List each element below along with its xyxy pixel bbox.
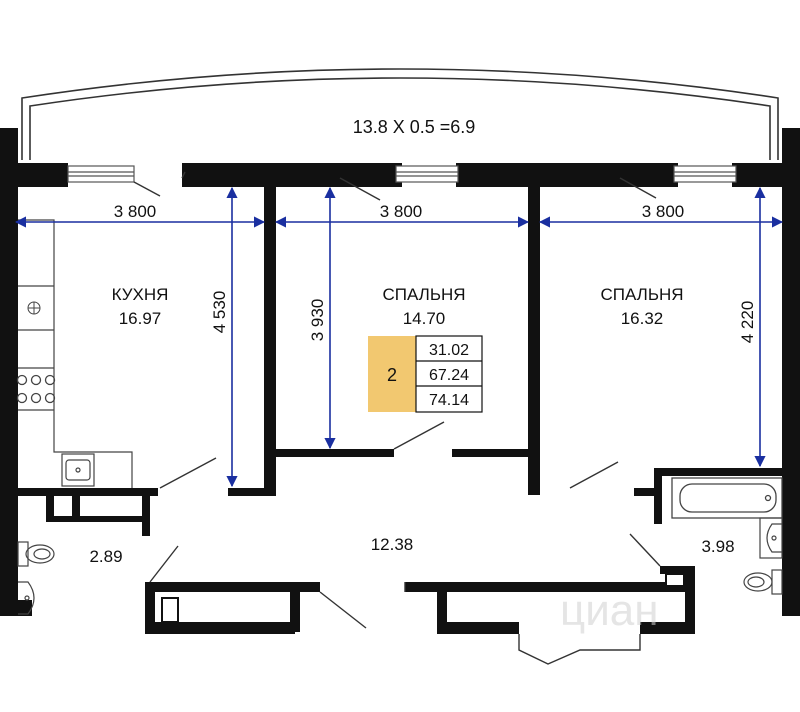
hall-area: 12.38 <box>371 535 414 554</box>
dim-height-kitchen: 4 530 <box>210 291 229 334</box>
kitchen-sink-icon <box>61 453 95 487</box>
balcony <box>21 68 779 160</box>
rooms-count-badge <box>368 336 416 412</box>
bedroom-1-area: 14.70 <box>403 309 446 328</box>
interior-doors <box>149 421 661 629</box>
total-with-balcony: 74.14 <box>429 392 469 409</box>
storage-boxes <box>161 573 685 623</box>
dim-height-bedroom-2: 4 220 <box>738 301 757 344</box>
living-area: 31.02 <box>429 342 469 359</box>
dim-width-bedroom-2: 3 800 <box>642 202 685 221</box>
entrance-bay <box>518 634 641 665</box>
dim-width-bedroom-1: 3 800 <box>380 202 423 221</box>
bathtub-icon <box>671 477 783 519</box>
stove-icon <box>16 374 56 404</box>
rooms-count: 2 <box>387 365 397 385</box>
kitchen-counter <box>18 219 133 488</box>
dim-height-bedroom-1: 3 930 <box>308 299 327 342</box>
bedroom-2-area: 16.32 <box>621 309 664 328</box>
watermark-text: циан <box>560 586 659 635</box>
area-summary: 2 31.02 67.24 74.14 <box>368 335 483 413</box>
toilet-icon <box>17 541 55 567</box>
balcony-label: 13.8 X 0.5 =6.9 <box>353 117 476 137</box>
dimension-labels: 3 800 3 800 3 800 4 530 3 930 4 220 <box>108 202 757 343</box>
balcony-doors <box>133 171 657 201</box>
dim-width-kitchen: 3 800 <box>114 202 157 221</box>
kitchen-name: КУХНЯ <box>112 285 169 304</box>
wc-area: 2.89 <box>89 547 122 566</box>
bath-sink-icon <box>759 517 783 559</box>
wc-sink-icon <box>18 581 35 615</box>
kitchen-area: 16.97 <box>119 309 162 328</box>
bath-toilet-icon <box>743 569 783 595</box>
bedroom-2-name: СПАЛЬНЯ <box>600 285 683 304</box>
windows <box>67 165 737 183</box>
total-area: 67.24 <box>429 367 469 384</box>
fan-icon <box>27 301 41 315</box>
bathroom-area: 3.98 <box>701 537 734 556</box>
dimension-lines <box>14 186 784 488</box>
walls <box>0 128 800 634</box>
bedroom-1-name: СПАЛЬНЯ <box>382 285 465 304</box>
